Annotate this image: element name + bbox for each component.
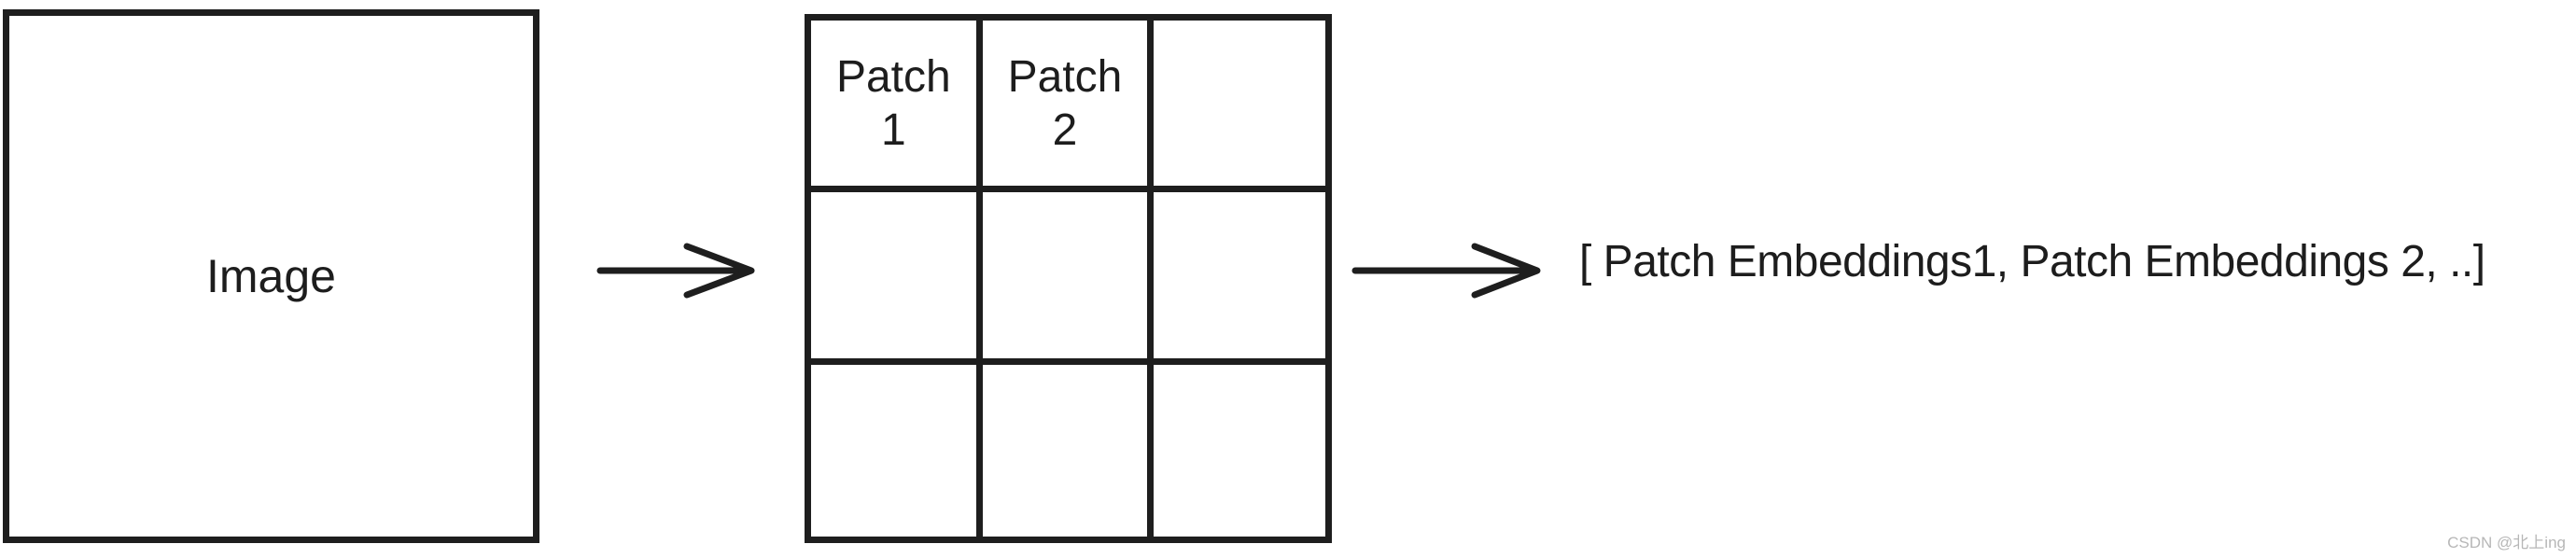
patch-embeddings-text: [ Patch Embeddings1, Patch Embeddings 2,… — [1579, 237, 2485, 286]
patch-cell-2-line2: 2 — [1052, 105, 1078, 155]
patch-cell-1-line1: Patch — [835, 51, 951, 102]
patch-cell-8 — [982, 364, 1155, 537]
patch-cell-5 — [982, 192, 1155, 365]
patch-cell-7 — [811, 364, 983, 537]
patch-cell-4 — [811, 192, 983, 365]
patch-cell-3 — [1154, 21, 1325, 193]
image-box-label: Image — [206, 250, 336, 302]
patch-cell-1: Patch 1 — [811, 21, 983, 193]
watermark: CSDN @北上ing — [2447, 534, 2566, 551]
arrow-grid-to-embeddings-icon — [1351, 243, 1541, 299]
arrow-image-to-grid-icon — [596, 243, 755, 299]
image-box: Image — [3, 9, 539, 543]
patch-grid: Patch 1 Patch 2 — [805, 14, 1332, 543]
patch-cell-6 — [1154, 192, 1325, 365]
patch-cell-2-line1: Patch — [1007, 51, 1123, 102]
patch-cell-2: Patch 2 — [982, 21, 1155, 193]
patch-cell-9 — [1154, 364, 1325, 537]
patch-cell-1-line2: 1 — [880, 105, 906, 155]
